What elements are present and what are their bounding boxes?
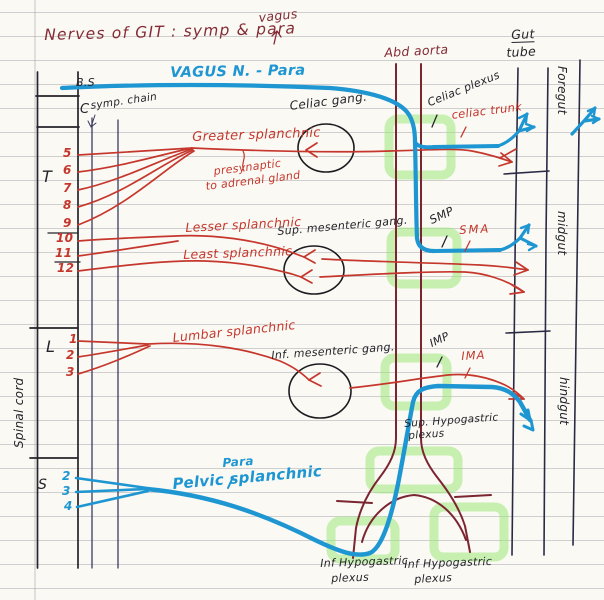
highlight-imp [380, 353, 452, 411]
inf-hypogastric-left-label-1: Inf Hypogastric [319, 553, 409, 570]
sup-mesenteric-ganglion-circle [283, 245, 345, 295]
title-annotation-vagus: vagus [257, 5, 299, 25]
vagus-nerve-lines [59, 82, 601, 254]
inf-hypogastric-right-label-1: Inf Hypogastric [403, 554, 493, 571]
ganglion-circles [283, 123, 355, 419]
l3: 3 [66, 365, 75, 379]
t8: 8 [63, 198, 72, 212]
smp-slash [441, 235, 448, 248]
t11: 11 [55, 246, 73, 260]
t12: 12 [57, 261, 75, 275]
inf-hypogastric-right-label-2: plexus [413, 571, 453, 586]
highlight-inf-hypogastric-left [326, 516, 400, 564]
vagus-note-arrow [271, 30, 282, 45]
l2: 2 [66, 348, 75, 362]
midgut-label: midgut [555, 211, 569, 256]
gut-tube-header-1: Gut [510, 26, 535, 43]
abdominal-aorta [336, 63, 492, 559]
l1: 1 [69, 332, 78, 346]
sympathetic-nerve-lines [77, 142, 529, 400]
gut-tube-lines [503, 59, 581, 556]
section-brainstem: B.S [76, 76, 95, 89]
section-sacral: S [38, 477, 48, 493]
celiac-ganglion-circle [297, 123, 355, 173]
sma-label: SMA [458, 221, 491, 237]
pelvic-splanchnic-lines [74, 383, 535, 557]
hindgut-label: hindgut [557, 377, 571, 426]
s3: 3 [62, 484, 71, 498]
vagus-nerve-label: VAGUS N. - Para [169, 62, 306, 81]
s2: 2 [62, 469, 71, 483]
pelvic-splanchnic-trunk [144, 383, 533, 557]
highlight-inf-hypogastric-right [429, 502, 509, 562]
sma-slash [464, 240, 471, 252]
t7: 7 [63, 181, 72, 195]
s4: 4 [64, 499, 73, 513]
sympathetic-chain-lines [87, 114, 119, 569]
least-splanchnic-label: Least splanchnic [182, 243, 293, 262]
celiac-plexus-slash [431, 114, 438, 128]
abd-aorta-label: Abd aorta [383, 41, 449, 60]
gut-tube-header-2: tube [505, 43, 537, 60]
highlight-sup-hypogastric [365, 446, 463, 494]
imp-slash [436, 356, 443, 368]
ima-slash [464, 367, 471, 379]
ima-label: IMA [460, 347, 486, 363]
section-cervical: C [80, 102, 90, 117]
foregut-label: Foregut [555, 66, 569, 115]
inf-hypogastric-left-label-2: plexus [330, 570, 370, 585]
annotation-marks [271, 30, 471, 379]
inf-mesenteric-ganglion-circle [288, 363, 352, 419]
spinal-cord-label: Spinal cord [12, 377, 26, 448]
t9: 9 [63, 216, 72, 230]
section-lumbar: L [46, 337, 56, 356]
highlight-smp [386, 227, 462, 289]
section-thoracic: T [42, 167, 53, 186]
celiac-trunk-slash [460, 126, 467, 138]
t10: 10 [56, 231, 74, 245]
spinal-cord-column [29, 71, 81, 569]
vagus-trunk [59, 82, 418, 145]
t6: 6 [63, 163, 72, 177]
t5: 5 [63, 146, 72, 160]
